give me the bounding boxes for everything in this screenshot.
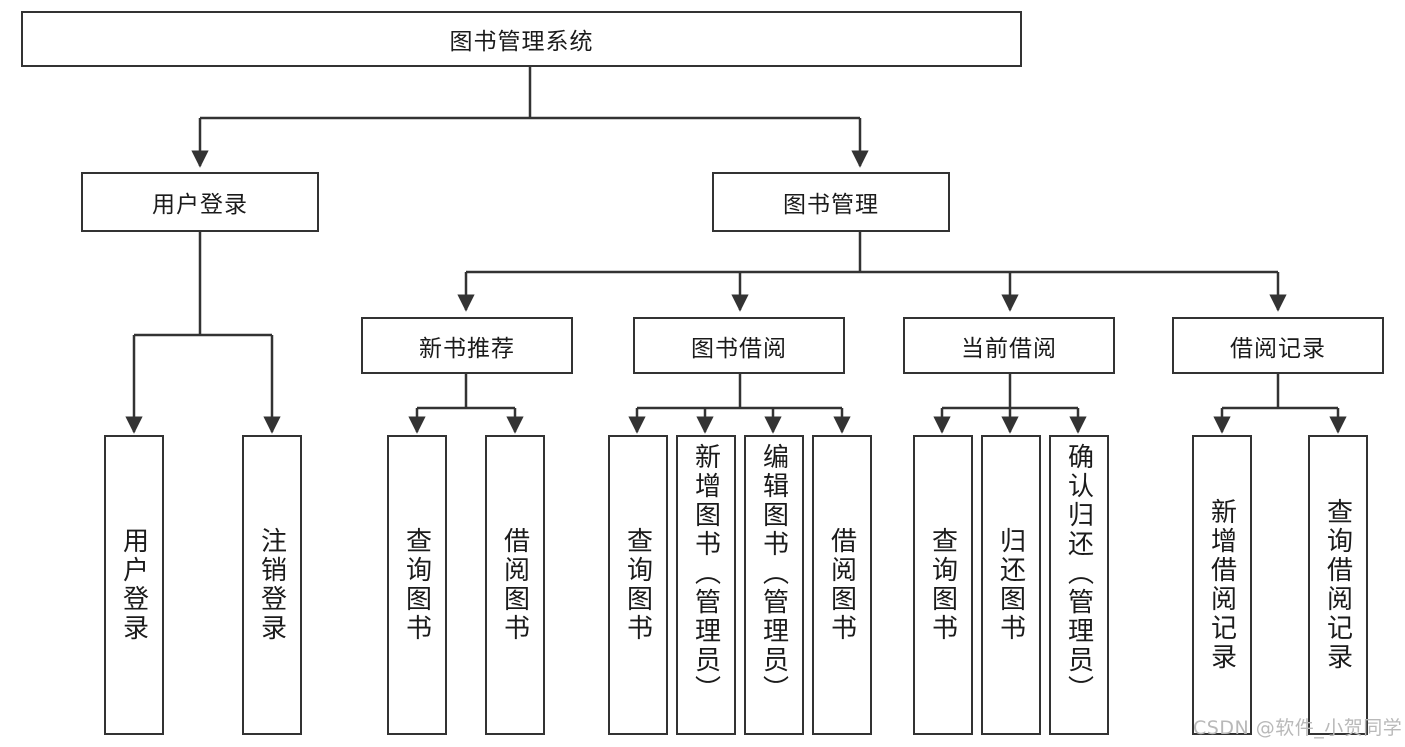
node-leaf-query-borrow-record[interactable]: 查询借阅记录 (1308, 435, 1368, 735)
node-leaf-add-book-admin[interactable]: 新增图书（管理员） (676, 435, 736, 735)
node-new-book-recommend[interactable]: 新书推荐 (361, 317, 573, 374)
node-root-book-management-system[interactable]: 图书管理系统 (21, 11, 1022, 67)
node-leaf-confirm-return-admin[interactable]: 确认归还（管理员） (1049, 435, 1109, 735)
node-leaf-logout-login[interactable]: 注销登录 (242, 435, 302, 735)
node-leaf-borrow-book-recommend[interactable]: 借阅图书 (485, 435, 545, 735)
node-book-borrow[interactable]: 图书借阅 (633, 317, 845, 374)
node-leaf-return-book[interactable]: 归还图书 (981, 435, 1041, 735)
csdn-watermark: CSDN @软件_小贺同学 (1193, 717, 1403, 739)
node-borrow-record[interactable]: 借阅记录 (1172, 317, 1384, 374)
node-current-borrow[interactable]: 当前借阅 (903, 317, 1115, 374)
node-leaf-borrow-book[interactable]: 借阅图书 (812, 435, 872, 735)
node-leaf-query-book-recommend[interactable]: 查询图书 (387, 435, 447, 735)
node-user-login[interactable]: 用户登录 (81, 172, 319, 232)
node-leaf-add-borrow-record[interactable]: 新增借阅记录 (1192, 435, 1252, 735)
node-leaf-query-book-borrow[interactable]: 查询图书 (608, 435, 668, 735)
node-leaf-edit-book-admin[interactable]: 编辑图书（管理员） (744, 435, 804, 735)
node-book-management[interactable]: 图书管理 (712, 172, 950, 232)
node-leaf-user-login[interactable]: 用户登录 (104, 435, 164, 735)
node-leaf-query-book-current[interactable]: 查询图书 (913, 435, 973, 735)
